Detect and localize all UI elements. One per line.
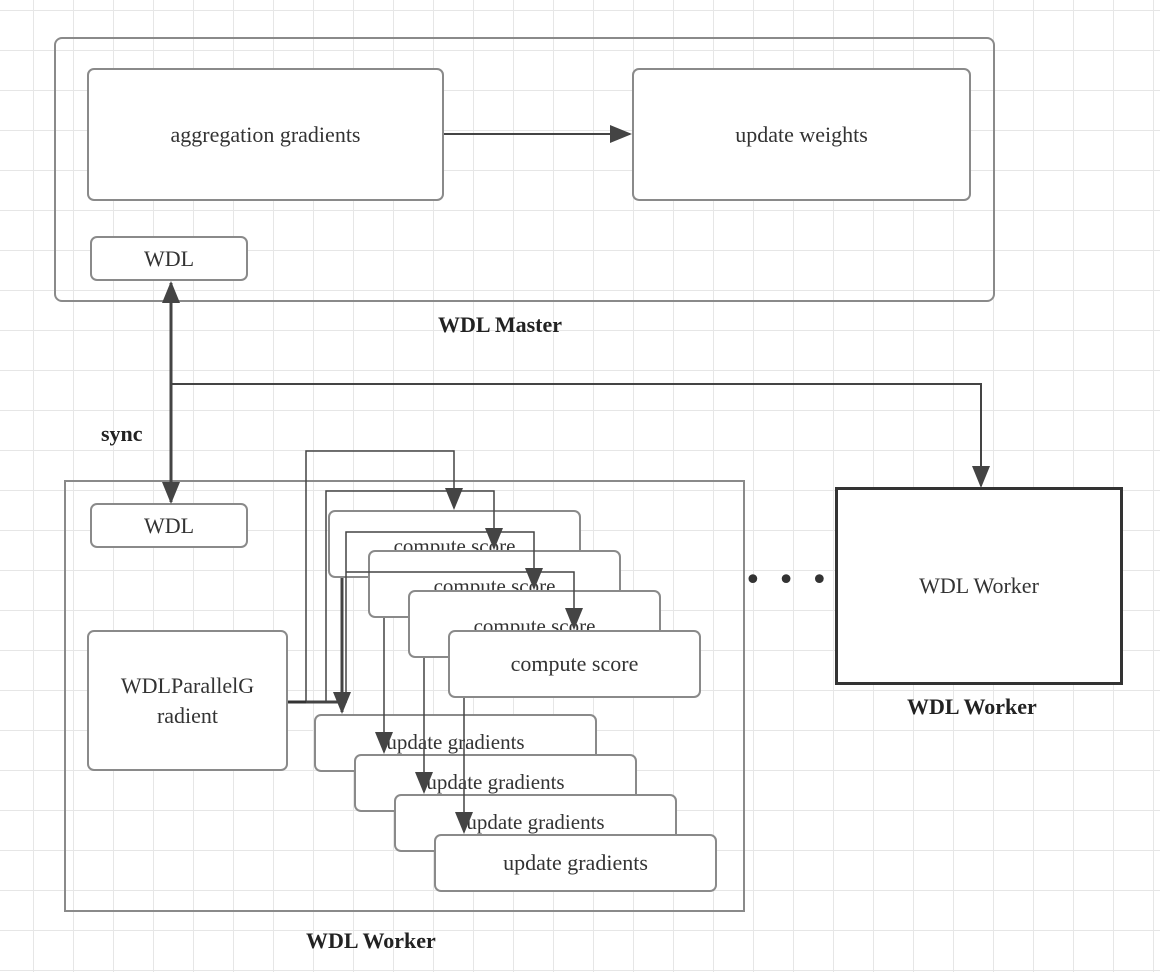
arrow-parallel-compute-3 <box>288 531 543 703</box>
update-gradients-label: update gradients <box>426 770 565 794</box>
arrow-parallel-compute-4 <box>346 571 583 630</box>
update-gradients-box: update gradients <box>434 834 717 892</box>
update-gradients-label: update gradients <box>386 730 525 754</box>
arrow-parallel-update <box>288 578 344 704</box>
worker-caption: WDL Worker <box>306 928 436 953</box>
parallel-gradient-label: WDLParallelG radient <box>120 672 255 728</box>
sync-label: sync <box>101 421 143 446</box>
compute-score-box: compute score <box>448 630 701 698</box>
other-worker-box: WDL Worker <box>835 487 1123 685</box>
master-wdl-box: WDL <box>90 236 248 281</box>
other-worker-label: WDL Worker <box>919 573 1039 598</box>
parallel-gradient-box: WDLParallelG radient <box>87 630 288 771</box>
aggregation-gradients-box: aggregation gradients <box>87 68 444 201</box>
update-weights-box: update weights <box>632 68 971 201</box>
update-gradients-label: update gradients <box>466 810 605 834</box>
worker-wdl-box: WDL <box>90 503 248 548</box>
master-caption: WDL Master <box>438 312 563 337</box>
aggregation-gradients-label: aggregation gradients <box>170 121 361 147</box>
compute-score-label: compute score <box>510 651 639 676</box>
arrow-to-other-worker <box>171 383 990 488</box>
other-worker-caption: WDL Worker <box>907 694 1037 719</box>
worker-wdl-label: WDL <box>143 512 195 538</box>
ellipsis: • • • <box>744 563 832 598</box>
master-wdl-label: WDL <box>143 245 195 271</box>
worker-frame <box>64 480 745 912</box>
arrow-parallel-compute-1 <box>288 450 463 703</box>
master-frame <box>54 37 995 302</box>
update-gradients-label: update gradients <box>503 850 648 875</box>
arrow-parallel-compute-2 <box>288 490 503 703</box>
update-weights-label: update weights <box>735 121 868 147</box>
